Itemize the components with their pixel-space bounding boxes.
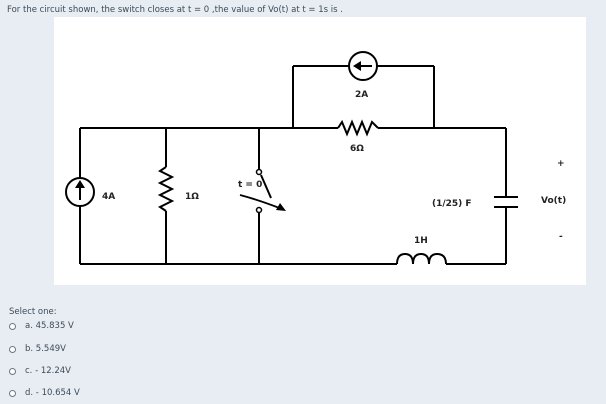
switch-arrow-icon [239,194,283,210]
resistor-1-label: 1Ω [185,192,199,202]
inductor-label: 1H [414,236,428,246]
switch-blade [260,174,272,199]
inductor-coil [396,252,447,265]
circuit-svg: 4A 2A 1Ω 6Ω t = 0 (1/25) F 1H Vo(t) + - [65,51,566,265]
switch-contact-top [255,168,263,176]
answer-option-label: c. - 12.24V [25,366,71,376]
source-4a-label: 4A [102,192,115,202]
radio-button[interactable] [9,322,16,330]
answer-option-label: a. 45.835 V [25,321,74,331]
select-one-label: Select one: [9,307,57,317]
switch-label: t = 0 [238,180,262,190]
radio-button[interactable] [9,389,16,397]
answer-option-label: d. - 10.654 V [25,388,80,398]
output-label: Vo(t) [541,196,566,206]
output-plus-sign: + [557,159,565,169]
answer-option-b[interactable]: b. 5.549V [9,342,66,356]
circuit-diagram: 4A 2A 1Ω 6Ω t = 0 (1/25) F 1H Vo(t) + - [54,17,586,285]
output-minus-sign: - [559,232,563,242]
answer-option-c[interactable]: c. - 12.24V [9,364,71,378]
question-text: For the circuit shown, the switch closes… [7,5,343,15]
source-2a-label: 2A [355,90,368,100]
answer-option-a[interactable]: a. 45.835 V [9,319,74,333]
resistor-6-label: 6Ω [350,144,364,154]
radio-button[interactable] [9,367,16,375]
radio-button[interactable] [9,345,16,353]
resistor-1ohm [157,166,175,212]
capacitor-label: (1/25) F [432,199,472,209]
resistor-6ohm [337,119,379,137]
switch-contact-bottom [255,206,263,214]
answer-option-label: b. 5.549V [25,344,66,354]
answer-option-d[interactable]: d. - 10.654 V [9,386,80,400]
